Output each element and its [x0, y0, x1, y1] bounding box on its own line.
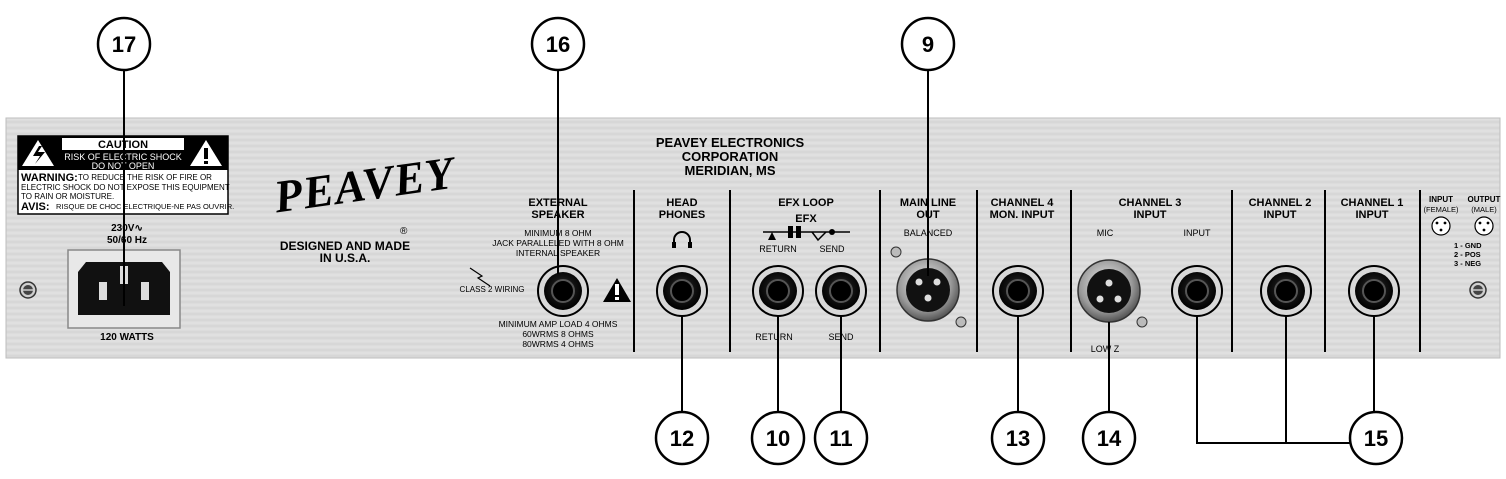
voltage-label: 230V∿ [111, 223, 143, 234]
fs-output-title: OUTPUT [1468, 195, 1501, 204]
low-z-label: LOW Z [1091, 344, 1120, 354]
rating-80w: 80WRMS 4 OHMS [522, 339, 594, 349]
efx-send-jack[interactable] [815, 265, 867, 317]
channel4-title2: MON. INPUT [990, 209, 1055, 221]
efx-return-top-label: RETURN [759, 244, 797, 254]
callout-15: 15 [1348, 410, 1404, 466]
warning-text3: TO RAIN OR MOISTURE. [21, 192, 114, 201]
callout-17-label: 17 [112, 32, 136, 57]
channel2-title2: INPUT [1264, 209, 1297, 221]
callout-14-label: 14 [1097, 426, 1122, 451]
warning-text1: TO REDUCE THE RISK OF FIRE OR [78, 173, 212, 182]
footswitch-pinout: INPUT (FEMALE) OUTPUT (MALE) 1 - GND 2 -… [1423, 195, 1500, 268]
callout-17: 17 [96, 16, 152, 72]
callout-13-label: 13 [1006, 426, 1030, 451]
warning-text2: ELECTRIC SHOCK DO NOT EXPOSE THIS EQUIPM… [21, 183, 230, 192]
class2-wiring-label: CLASS 2 WIRING [460, 285, 525, 294]
efx-loop-symbol-icon [763, 226, 850, 242]
channel3-title1: CHANNEL 3 [1119, 197, 1182, 209]
callouts: 17 16 9 12 10 11 13 14 [96, 16, 1404, 466]
efx-loop-title: EFX LOOP [778, 197, 834, 209]
callout-11-label: 11 [829, 426, 852, 451]
callout-12: 12 [654, 410, 710, 466]
efx-label: EFX [795, 213, 817, 225]
male-pinout-icon [1474, 216, 1494, 236]
mic-xlr-screw [1136, 316, 1148, 328]
screw-right [1469, 281, 1487, 299]
efx-return-bottom-label: RETURN [755, 332, 793, 342]
callout-9-label: 9 [922, 32, 934, 57]
avis-word: AVIS: [21, 201, 50, 213]
headphones-jack[interactable] [656, 265, 708, 317]
channel2-title1: CHANNEL 2 [1249, 197, 1312, 209]
xlr-screw-top [890, 246, 902, 258]
channel3-mic-label: MIC [1097, 228, 1114, 238]
callout-9: 9 [900, 16, 956, 72]
callout-10: 10 [750, 410, 806, 466]
pin2-label: 2 - POS [1454, 250, 1481, 259]
callout-10-label: 10 [766, 426, 790, 451]
designed-line2: IN U.S.A. [320, 251, 371, 265]
rating-60w: 60WRMS 8 OHMS [522, 329, 594, 339]
pin3-label: 3 - NEG [1454, 259, 1481, 268]
channel3-section: CHANNEL 3 INPUT MIC INPUT LOW Z [1077, 197, 1223, 354]
rear-panel [5, 117, 1501, 359]
female-pinout-icon [1431, 216, 1451, 236]
channel4-title1: CHANNEL 4 [991, 197, 1055, 209]
callout-13: 13 [990, 410, 1046, 466]
callout-16: 16 [530, 16, 586, 72]
headphones-title2: PHONES [659, 209, 705, 221]
channel1-jack[interactable] [1348, 265, 1400, 317]
callout-14: 14 [1081, 410, 1137, 466]
designed-line1: DESIGNED AND MADE [280, 239, 410, 253]
channel4-jack[interactable] [992, 265, 1044, 317]
screw-left [19, 281, 37, 299]
channel2-jack[interactable] [1260, 265, 1312, 317]
channel1-section: CHANNEL 1 INPUT [1341, 197, 1404, 317]
efx-loop-section: EFX LOOP EFX RETURN SEND RETURN SEND [752, 197, 867, 342]
warning-label: CAUTION RISK OF ELECTRIC SHOCK DO NOT OP… [17, 135, 234, 215]
callout-leader-lines [123, 70, 1375, 444]
channel1-title1: CHANNEL 1 [1341, 197, 1404, 209]
channel3-input-label: INPUT [1184, 228, 1212, 238]
headphones-icon [672, 231, 692, 248]
section-dividers [633, 190, 1421, 352]
fs-output-sub: (MALE) [1471, 205, 1497, 214]
headphones-title1: HEAD [666, 197, 697, 209]
fs-input-title: INPUT [1429, 195, 1453, 204]
company-line3: MERIDIAN, MS [685, 163, 776, 178]
wattage-label: 120 WATTS [100, 332, 154, 343]
headphones-section: HEAD PHONES [656, 197, 708, 317]
panel-screws [19, 281, 1487, 299]
company-line1: PEAVEY ELECTRONICS [656, 135, 805, 150]
xlr-screw-bottom [955, 316, 967, 328]
company-line2: CORPORATION [682, 149, 779, 164]
min-load-label: MINIMUM AMP LOAD 4 OHMS [499, 319, 618, 329]
channel1-title2: INPUT [1356, 209, 1389, 221]
registered-mark: ® [400, 226, 408, 237]
callout-12-label: 12 [670, 426, 694, 451]
channel3-input-jack[interactable] [1171, 265, 1223, 317]
callout-11: 11 [813, 410, 869, 466]
efx-return-jack[interactable] [752, 265, 804, 317]
avis-text: RISQUE DE CHOC ELECTRIQUE-NE PAS OUVRIR. [56, 202, 234, 211]
callout-15-label: 15 [1364, 426, 1388, 451]
external-speaker-jack[interactable] [537, 265, 589, 317]
callout-16-label: 16 [546, 32, 570, 57]
lightning-icon [469, 267, 491, 287]
channel3-mic-xlr-connector[interactable] [1077, 259, 1141, 323]
pin1-label: 1 - GND [1454, 241, 1482, 250]
main-line-xlr-connector[interactable] [896, 258, 960, 322]
caution-triangle-icon [603, 278, 631, 302]
fs-input-sub: (FEMALE) [1423, 205, 1459, 214]
channel3-title2: INPUT [1134, 209, 1167, 221]
frequency-label: 50/60 Hz [107, 235, 147, 246]
efx-send-top-label: SEND [819, 244, 845, 254]
warning-word: WARNING: [21, 172, 78, 184]
channel2-section: CHANNEL 2 INPUT [1249, 197, 1312, 317]
